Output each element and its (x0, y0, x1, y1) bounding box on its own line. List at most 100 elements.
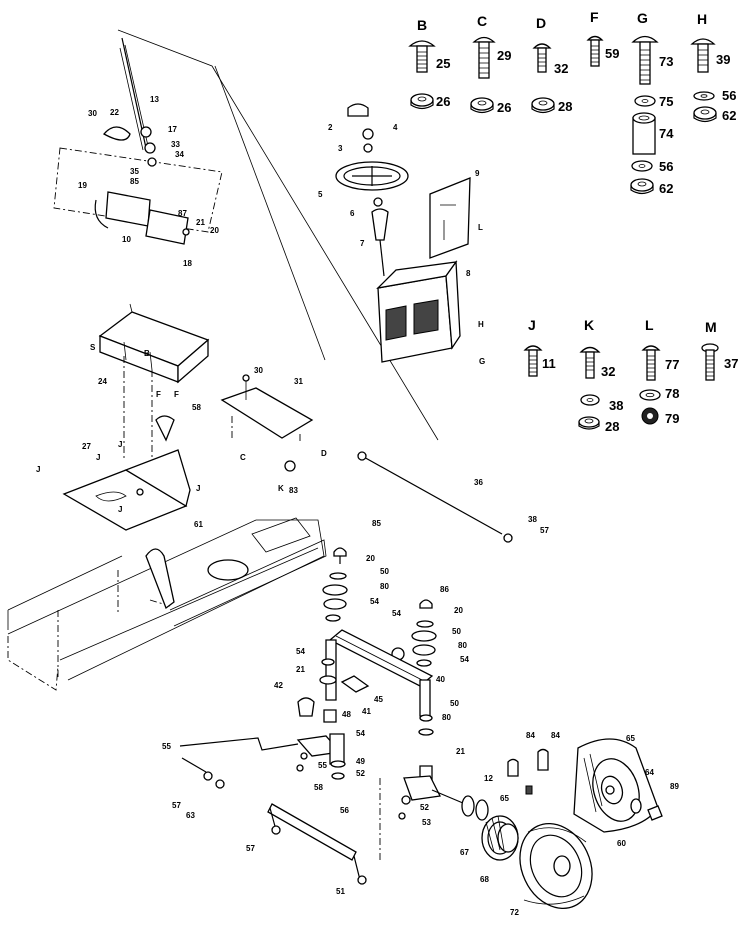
part-callout: 36 (474, 478, 483, 487)
part-callout: 8 (466, 269, 471, 278)
hex-nut-icon (578, 416, 600, 430)
part-callout: H (478, 320, 484, 329)
part-number-label: 59 (605, 46, 619, 61)
part-callout: 84 (551, 731, 560, 740)
part-callout: 9 (475, 169, 480, 178)
part-callout: 50 (452, 627, 461, 636)
part-callout: K (278, 484, 284, 493)
part-callout: 52 (420, 803, 429, 812)
part-number-label: 62 (659, 181, 673, 196)
dash-bracket: S B 24 (90, 303, 210, 470)
part-number-label: 74 (659, 126, 674, 141)
washer-icon (580, 394, 600, 406)
part-callout: 87 (178, 209, 187, 218)
part-callout: F (174, 390, 179, 399)
part-callout: 21 (296, 665, 305, 674)
part-callout: 30 (254, 366, 263, 375)
part-callout: 54 (370, 597, 379, 606)
leader-lines (117, 29, 439, 441)
part-number-label: 37 (724, 356, 738, 371)
floor-plate: 27 J K 83 J J (36, 442, 298, 531)
drag-link: 36 38 57 (357, 451, 549, 543)
wheels: 84 84 65 65 64 89 60 12 67 68 72 (460, 731, 679, 917)
part-number-label: 26 (497, 100, 511, 115)
part-callout: 10 (122, 235, 131, 244)
part-callout: J (118, 440, 122, 449)
part-callout: 53 (422, 818, 431, 827)
carriage-bolt-icon (690, 38, 716, 73)
part-callout: J (96, 453, 100, 462)
lock-nut-icon (641, 407, 659, 425)
part-callout: 80 (458, 641, 467, 650)
part-callout: 50 (450, 699, 459, 708)
key-letter-g: G (637, 10, 648, 26)
part-number-label: 39 (716, 52, 730, 67)
part-callout: 38 (528, 515, 537, 524)
key-letter-c: C (477, 13, 487, 29)
part-callout: 30 (88, 109, 97, 118)
part-callout: 45 (374, 695, 383, 704)
bolt-icon (586, 35, 604, 67)
key-letter-j: J (528, 317, 536, 333)
bolt-icon (641, 345, 661, 381)
part-number-label: 77 (665, 357, 679, 372)
part-callout: 21 (456, 747, 465, 756)
part-callout: 3 (338, 144, 343, 153)
bolt-icon (523, 345, 543, 377)
part-number-label: 11 (542, 356, 556, 371)
part-number-label: 28 (558, 99, 572, 114)
part-callout: 34 (175, 150, 184, 159)
part-callout: 18 (183, 259, 192, 268)
cover-plate: 30 31 F F 58 J J C D (96, 366, 327, 462)
part-callout: 21 (196, 218, 205, 227)
part-callout: S (90, 343, 96, 352)
part-callout: D (321, 449, 327, 458)
hex-nut-icon (693, 106, 717, 123)
part-callout: 24 (98, 377, 107, 386)
part-callout: 5 (318, 190, 323, 199)
part-callout: 85 (372, 519, 381, 528)
key-letter-m: M (705, 319, 717, 335)
part-number-label: 56 (722, 88, 736, 103)
part-callout: 12 (484, 774, 493, 783)
spacer-icon (632, 112, 656, 155)
part-callout: 20 (210, 226, 219, 235)
part-callout: 54 (460, 655, 469, 664)
part-callout: 64 (645, 768, 654, 777)
part-callout: G (479, 357, 485, 366)
washer-icon (639, 389, 661, 401)
part-callout: 49 (356, 757, 365, 766)
key-letter-h: H (697, 11, 707, 27)
part-callout: L (478, 223, 483, 232)
key-letter-f: F (590, 9, 599, 25)
part-callout: 2 (328, 123, 333, 132)
part-callout: 65 (626, 734, 635, 743)
part-callout: 54 (392, 609, 401, 618)
washer-icon (631, 160, 653, 172)
part-callout: C (240, 453, 246, 462)
part-callout: 51 (336, 887, 345, 896)
part-number-label: 28 (605, 419, 619, 434)
key-letter-b: B (417, 17, 427, 33)
part-callout: 17 (168, 125, 177, 134)
part-callout: 22 (110, 108, 119, 117)
part-callout: 89 (670, 782, 679, 791)
part-callout: 86 (440, 585, 449, 594)
part-callout: 80 (442, 713, 451, 722)
part-callout: 57 (246, 844, 255, 853)
part-number-label: 62 (722, 108, 736, 123)
part-callout: 48 (342, 710, 351, 719)
part-number-label: 32 (554, 61, 568, 76)
part-callout: 35 (130, 167, 139, 176)
part-number-label: 25 (436, 56, 450, 71)
part-callout: 20 (366, 554, 375, 563)
key-letter-d: D (536, 15, 546, 31)
part-callout: 50 (380, 567, 389, 576)
part-callout: 20 (454, 606, 463, 615)
carriage-bolt-icon (408, 40, 436, 73)
part-callout: 55 (162, 742, 171, 751)
part-number-label: 78 (665, 386, 679, 401)
part-callout: 54 (296, 647, 305, 656)
part-callout: 6 (350, 209, 355, 218)
